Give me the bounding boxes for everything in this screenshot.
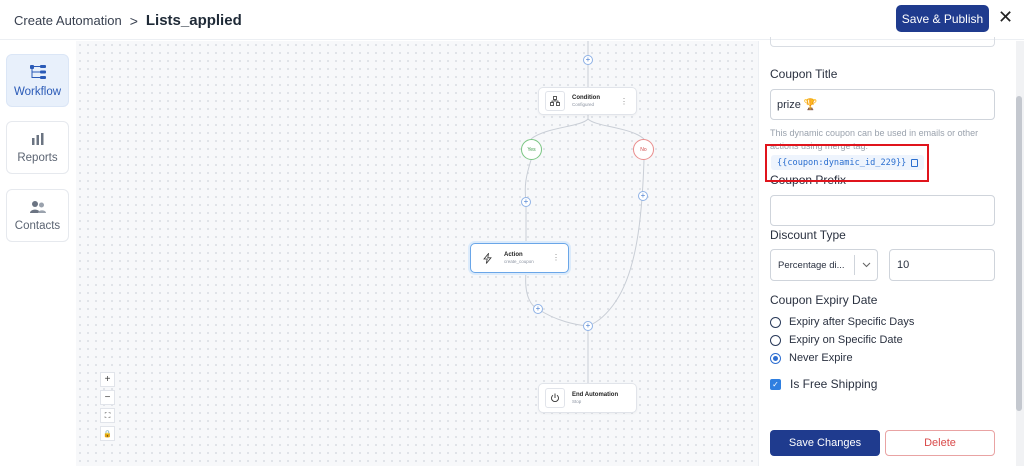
discount-amount-input[interactable]: 10 <box>889 249 995 281</box>
save-changes-button[interactable]: Save Changes <box>770 430 880 456</box>
node-title: Action <box>504 252 523 258</box>
node-subtitle: create_coupon <box>504 259 534 264</box>
copy-icon[interactable] <box>911 158 919 167</box>
sidebar-item-label: Reports <box>17 151 58 164</box>
expiry-label: Coupon Expiry Date <box>770 293 878 307</box>
node-subtitle: Configured <box>572 102 595 107</box>
radio-label: Expiry after Specific Days <box>789 316 915 328</box>
free-shipping-checkbox[interactable]: ✓ <box>770 378 781 390</box>
radio-button[interactable] <box>770 316 781 328</box>
node-menu-icon[interactable]: ⋮ <box>552 253 560 262</box>
radio-button[interactable] <box>770 334 781 346</box>
zoom-out-button[interactable]: − <box>100 390 115 405</box>
breadcrumb-root-link[interactable]: Create Automation <box>14 13 122 28</box>
panel-scrollbar[interactable] <box>1016 41 1024 466</box>
page-title: Lists_applied <box>145 12 242 29</box>
highlight-box <box>765 144 929 182</box>
settings-panel: Coupon Title prize 🏆 This dynamic coupon… <box>758 37 1024 466</box>
lock-button[interactable]: 🔒 <box>100 426 115 441</box>
breadcrumb: Create Automation > Lists_applied <box>14 12 242 29</box>
condition-icon <box>545 91 565 111</box>
merge-tag-text: {{coupon:dynamic_id_229}} <box>777 157 907 168</box>
previous-field <box>770 37 995 47</box>
add-step-button[interactable]: + <box>521 197 531 207</box>
condition-node[interactable]: Condition Configured ⋮ <box>538 87 637 115</box>
node-menu-icon[interactable]: ⋮ <box>620 97 628 106</box>
expiry-option-never[interactable]: Never Expire <box>770 352 853 364</box>
power-icon <box>545 388 565 408</box>
discount-type-value: Percentage di... <box>778 259 845 271</box>
workflow-edges <box>524 41 645 383</box>
expiry-option-specific-date[interactable]: Expiry on Specific Date <box>770 334 903 346</box>
checkbox-label: Is Free Shipping <box>790 377 878 391</box>
yes-branch-badge: Yes <box>521 139 542 160</box>
node-title: Condition <box>572 95 600 101</box>
radio-label: Expiry on Specific Date <box>789 334 903 346</box>
sidebar-item-workflow[interactable]: Workflow <box>6 54 69 107</box>
chevron-down-icon <box>855 260 877 270</box>
discount-type-select[interactable]: Percentage di... <box>770 249 878 281</box>
left-sidebar: Workflow Reports Contacts <box>0 41 76 466</box>
coupon-title-label: Coupon Title <box>770 67 838 81</box>
bar-chart-icon <box>31 132 43 145</box>
workflow-canvas[interactable]: + Condition Configured ⋮ Yes No + + Acti… <box>76 41 758 466</box>
sidebar-item-label: Workflow <box>13 85 62 98</box>
sidebar-item-contacts[interactable]: Contacts <box>6 189 69 242</box>
coupon-title-input[interactable]: prize 🏆 <box>770 89 995 120</box>
action-node[interactable]: Action create_coupon ⋮ <box>470 243 569 273</box>
add-step-button[interactable]: + <box>533 304 543 314</box>
add-step-button[interactable]: + <box>638 191 648 201</box>
add-step-button[interactable]: + <box>583 321 593 331</box>
workflow-icon <box>29 64 46 79</box>
sidebar-item-label: Contacts <box>14 219 61 232</box>
radio-label: Never Expire <box>789 352 853 364</box>
free-shipping-option[interactable]: ✓ Is Free Shipping <box>770 377 877 391</box>
add-step-button[interactable]: + <box>583 55 593 65</box>
close-icon[interactable]: ✕ <box>998 7 1014 27</box>
save-publish-button[interactable]: Save & Publish <box>896 5 989 32</box>
radio-button[interactable] <box>770 352 781 364</box>
node-subtitle: Stop <box>572 399 582 404</box>
breadcrumb-separator: > <box>129 12 138 29</box>
lightning-icon <box>477 248 497 268</box>
sidebar-item-reports[interactable]: Reports <box>6 121 69 174</box>
merge-tag[interactable]: {{coupon:dynamic_id_229}} <box>771 155 925 170</box>
zoom-in-button[interactable]: + <box>100 372 115 387</box>
discount-type-label: Discount Type <box>770 228 846 242</box>
top-bar: Create Automation > Lists_applied Save &… <box>0 0 1024 40</box>
delete-button[interactable]: Delete <box>885 430 995 456</box>
end-automation-node[interactable]: End Automation Stop <box>538 383 637 413</box>
select-divider <box>854 255 855 275</box>
fit-view-button[interactable]: ⛶ <box>100 408 115 423</box>
merge-tag-help: This dynamic coupon can be used in email… <box>770 128 979 151</box>
scrollbar-thumb[interactable] <box>1016 96 1022 411</box>
coupon-prefix-input[interactable] <box>770 195 995 226</box>
no-branch-badge: No <box>633 139 654 160</box>
expiry-option-specific-days[interactable]: Expiry after Specific Days <box>770 316 914 328</box>
node-title: End Automation <box>572 392 619 398</box>
users-icon <box>29 200 46 213</box>
